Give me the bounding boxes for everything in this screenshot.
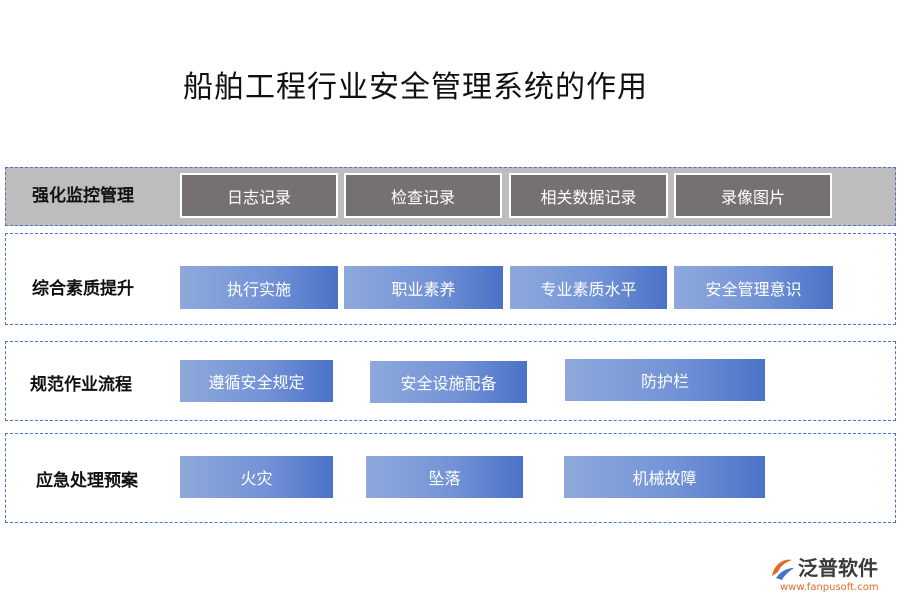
item-box: 相关数据记录 (509, 173, 668, 218)
item-box: 执行实施 (180, 266, 338, 309)
row-label: 强化监控管理 (32, 186, 134, 206)
item-box: 机械故障 (564, 456, 765, 498)
logo-icon (772, 559, 794, 580)
item-box: 防护栏 (565, 359, 765, 401)
item-box: 安全管理意识 (674, 266, 833, 309)
logo-url: www.fanpusoft.com (780, 582, 879, 593)
item-box: 职业素养 (344, 266, 503, 309)
brand-logo: 泛普软件 www.fanpusoft.com (768, 552, 896, 598)
row-label: 规范作业流程 (30, 375, 132, 395)
item-box: 检查记录 (344, 173, 502, 218)
item-box: 日志记录 (180, 173, 338, 218)
item-box: 专业素质水平 (510, 266, 667, 309)
diagram-title: 船舶工程行业安全管理系统的作用 (183, 70, 648, 105)
row-emergency: 应急处理预案 火灾 坠落 机械故障 (5, 433, 896, 523)
item-box: 遵循安全规定 (180, 360, 333, 402)
item-box: 录像图片 (674, 173, 832, 218)
row-quality: 综合素质提升 执行实施 职业素养 专业素质水平 安全管理意识 (5, 233, 896, 325)
row-label: 应急处理预案 (36, 471, 138, 491)
item-box: 坠落 (366, 456, 523, 498)
item-box: 安全设施配备 (370, 361, 527, 403)
row-label: 综合素质提升 (32, 279, 134, 299)
item-box: 火灾 (180, 456, 333, 498)
row-workflow: 规范作业流程 遵循安全规定 安全设施配备 防护栏 (5, 341, 896, 421)
row-monitoring: 强化监控管理 日志记录 检查记录 相关数据记录 录像图片 (5, 167, 896, 226)
logo-name: 泛普软件 (798, 556, 878, 580)
